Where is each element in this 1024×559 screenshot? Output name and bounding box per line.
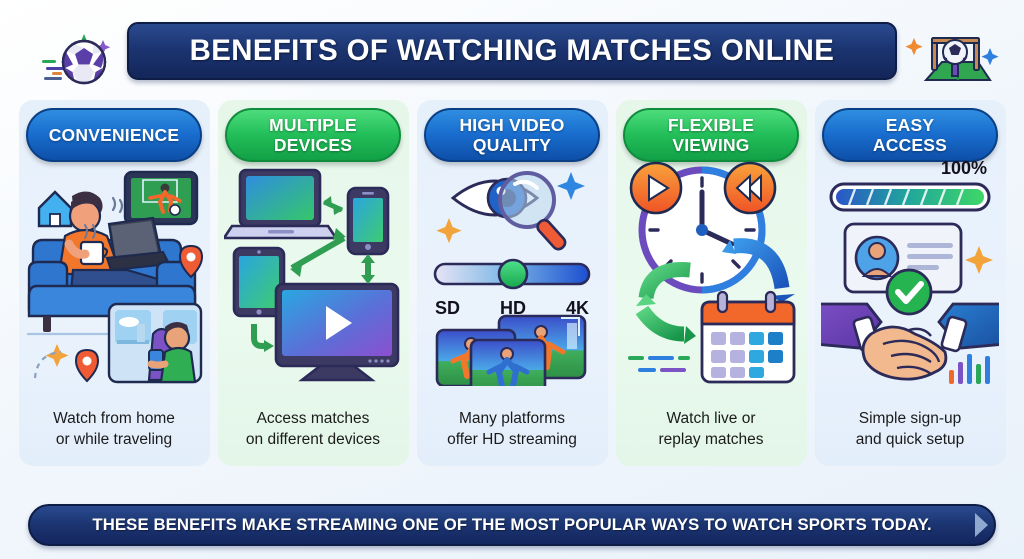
caption-line-2: offer HD streaming [447,431,577,448]
caption-line-1: Simple sign-up [858,410,962,427]
illustration-devices-sync [224,158,402,386]
caption-line-2: replay matches [658,431,764,448]
card-heading-text: CONVENIENCE [48,125,180,145]
footer-text: THESE BENEFITS MAKE STREAMING ONE OF THE… [92,515,932,534]
card-caption-convenience: Watch from home or while traveling [19,408,210,450]
benefit-card-flexible-viewing[interactable]: FLEXIBLE VIEWING [615,100,807,466]
benefit-card-easy-access[interactable]: EASY ACCESS 100% [814,100,1006,466]
card-heading-line-2: QUALITY [472,135,552,155]
caption-line-2: and quick setup [855,431,965,448]
caption-line-1: Many platforms [459,410,565,427]
footer-arrow-icon [975,513,988,537]
footer: THESE BENEFITS MAKE STREAMING ONE OF THE… [0,499,1024,551]
header: BENEFITS OF WATCHING MATCHES ONLINE [0,8,1024,94]
caption-line-1: Watch from home [53,410,175,427]
card-heading-line-2: DEVICES [273,135,353,155]
slider-label-sd: SD [435,298,461,318]
slider-label-hd: HD [500,298,526,318]
card-heading-line-2: ACCESS [872,135,948,155]
illustration-person-on-couch [25,158,203,386]
card-heading-line-1: HIGH VIDEO [459,115,565,135]
card-caption-easy-access: Simple sign-up and quick setup [815,408,1006,450]
slider-label-4k: 4K [565,298,589,318]
footer-banner: THESE BENEFITS MAKE STREAMING ONE OF THE… [28,504,996,546]
illustration-clock-calendar [622,158,800,386]
benefit-columns: CONVENIENCE [0,100,1024,470]
card-heading-easy-access: EASY ACCESS [822,108,998,162]
card-heading-high-video-quality: HIGH VIDEO QUALITY [424,108,600,162]
caption-line-1: Watch live or [666,410,756,427]
illustration-video-quality: SD HD 4K [423,158,601,386]
caption-line-2: or while traveling [55,431,173,448]
card-heading-line-1: MULTIPLE [269,115,357,135]
caption-line-2: on different devices [245,431,381,448]
card-heading-line-2: VIEWING [672,135,750,155]
progress-value-label: 100% [940,158,987,178]
card-heading-convenience: CONVENIENCE [26,108,202,162]
soccer-ball-icon [40,24,112,90]
card-heading-line-1: FLEXIBLE [667,115,755,135]
card-caption-flexible-viewing: Watch live or replay matches [616,408,807,450]
caption-line-1: Access matches [256,410,370,427]
page-title: BENEFITS OF WATCHING MATCHES ONLINE [189,34,835,67]
card-caption-high-video-quality: Many platforms offer HD streaming [417,408,608,450]
card-caption-multiple-devices: Access matches on different devices [218,408,409,450]
benefit-card-high-video-quality[interactable]: HIGH VIDEO QUALITY [416,100,608,466]
card-heading-multiple-devices: MULTIPLE DEVICES [225,108,401,162]
benefit-card-convenience[interactable]: CONVENIENCE [18,100,210,466]
card-heading-line-1: EASY [885,115,935,135]
illustration-handshake-signup: 100% [821,158,999,386]
title-banner: BENEFITS OF WATCHING MATCHES ONLINE [127,22,897,80]
card-heading-flexible-viewing: FLEXIBLE VIEWING [623,108,799,162]
goal-post-icon [902,24,1002,90]
benefit-card-multiple-devices[interactable]: MULTIPLE DEVICES [217,100,409,466]
